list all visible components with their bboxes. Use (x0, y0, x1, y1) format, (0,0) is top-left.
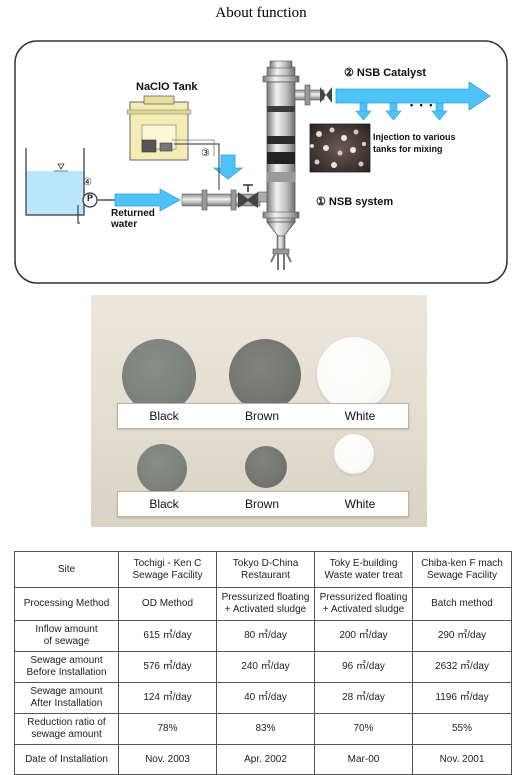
row-label: Inflow amount of sewage (14, 620, 119, 652)
ellipsis-dots: • • • (410, 100, 435, 110)
row-label: Reduction ratio of sewage amount (14, 713, 119, 745)
table-row: Processing Method OD Method Pressurized … (14, 587, 512, 621)
table-cell: 124 ㎥/day (118, 682, 217, 714)
dosing-arrow (212, 154, 244, 180)
table-cell: 40 ㎥/day (216, 682, 315, 714)
table-row: Sewage amount After Installation 124 ㎥/d… (14, 682, 512, 714)
table-cell: 240 ㎥/day (216, 651, 315, 683)
table-cell: 83% (216, 713, 315, 745)
table-header-row: Site Tochigi - Ken C Sewage Facility Tok… (14, 551, 512, 588)
nsb-catalyst-label: ② NSB Catalyst (344, 67, 426, 79)
header-cell: Tokyo D-China Restaurant (216, 551, 315, 588)
marker-4: ④ (83, 177, 92, 188)
returned-water-arrow (114, 188, 181, 212)
table-cell: 1196 ㎥/day (412, 682, 512, 714)
catalyst-granules-image (309, 123, 371, 173)
pump-label: P (86, 193, 93, 203)
table-cell: 80 ㎥/day (216, 620, 315, 652)
catalyst-samples-photo: Black Brown White Black Brown White (91, 295, 427, 527)
table-cell: OD Method (118, 587, 217, 621)
brown-ball-small (245, 446, 287, 488)
black-ball-small (137, 444, 187, 494)
naclo-tank-label: NaClO Tank (136, 81, 198, 93)
white-ball-large (317, 337, 391, 411)
table-cell: Pressurized floating + Activated sludge (314, 587, 413, 621)
table-cell: Batch method (412, 587, 512, 621)
table-cell: 290 ㎥/day (412, 620, 512, 652)
page-title: About function (215, 5, 307, 21)
table-cell: Nov. 2001 (412, 744, 512, 775)
header-cell: Site (14, 551, 119, 588)
header-cell: Tochigi - Ken C Sewage Facility (118, 551, 217, 588)
table-cell: 200 ㎥/day (314, 620, 413, 652)
top-label-white: White (344, 409, 376, 423)
white-ball-small (334, 434, 374, 474)
table-cell: 96 ㎥/day (314, 651, 413, 683)
diagram-frame (14, 40, 508, 284)
injection-label: Injection to various tanks for mixing (373, 132, 456, 154)
bottom-label-strip: Black Brown White (117, 491, 409, 517)
table-cell: Apr. 2002 (216, 744, 315, 775)
black-ball-large (122, 339, 196, 413)
top-label-brown: Brown (244, 409, 279, 423)
row-label: Date of Installation (14, 744, 119, 775)
table-row: Inflow amount of sewage 615 ㎥/day 80 ㎥/d… (14, 620, 512, 652)
injection-lines (355, 102, 448, 121)
top-label-black: Black (149, 409, 179, 423)
table-cell: 55% (412, 713, 512, 745)
catalyst-arrow (335, 81, 491, 111)
top-label-strip: Black Brown White (117, 403, 409, 429)
nsb-system-label: ① NSB system (316, 196, 394, 208)
table-cell: Mar-00 (314, 744, 413, 775)
table-cell: 78% (118, 713, 217, 745)
table-row: Reduction ratio of sewage amount 78% 83%… (14, 713, 512, 745)
table-cell: 576 ㎥/day (118, 651, 217, 683)
returned-water-label: Returned water (111, 208, 155, 230)
header-cell: Toky E-building Waste water treat (314, 551, 413, 588)
bottom-label-white: White (344, 497, 376, 511)
table-cell: 28 ㎥/day (314, 682, 413, 714)
table-cell: Nov. 2003 (118, 744, 217, 775)
water-tank-icon (25, 148, 85, 216)
table-cell: 70% (314, 713, 413, 745)
marker-3: ③ (201, 148, 210, 159)
nsb-column-icon (257, 60, 300, 270)
table-row: Sewage amount Before Installation 576 ㎥/… (14, 651, 512, 683)
header-cell: Chiba-ken F mach Sewage Facility (412, 551, 512, 588)
table-cell: 2632 ㎥/day (412, 651, 512, 683)
bottom-label-black: Black (149, 497, 179, 511)
table-row: Date of Installation Nov. 2003 Apr. 2002… (14, 744, 512, 775)
table-cell: Pressurized floating + Activated sludge (216, 587, 315, 621)
row-label: Sewage amount Before Installation (14, 651, 119, 683)
table-cell: 615 ㎥/day (118, 620, 217, 652)
installation-results-table: Site Tochigi - Ken C Sewage Facility Tok… (14, 551, 512, 775)
diagram-drawing (14, 40, 508, 284)
bottom-label-brown: Brown (244, 497, 279, 511)
brown-ball-large (229, 339, 301, 411)
nsb-system-diagram: NaClO Tank ② NSB Catalyst • • • Injectio… (14, 40, 508, 284)
row-label: Sewage amount After Installation (14, 682, 119, 714)
row-label: Processing Method (14, 587, 119, 621)
naclo-tank-icon (126, 95, 192, 161)
